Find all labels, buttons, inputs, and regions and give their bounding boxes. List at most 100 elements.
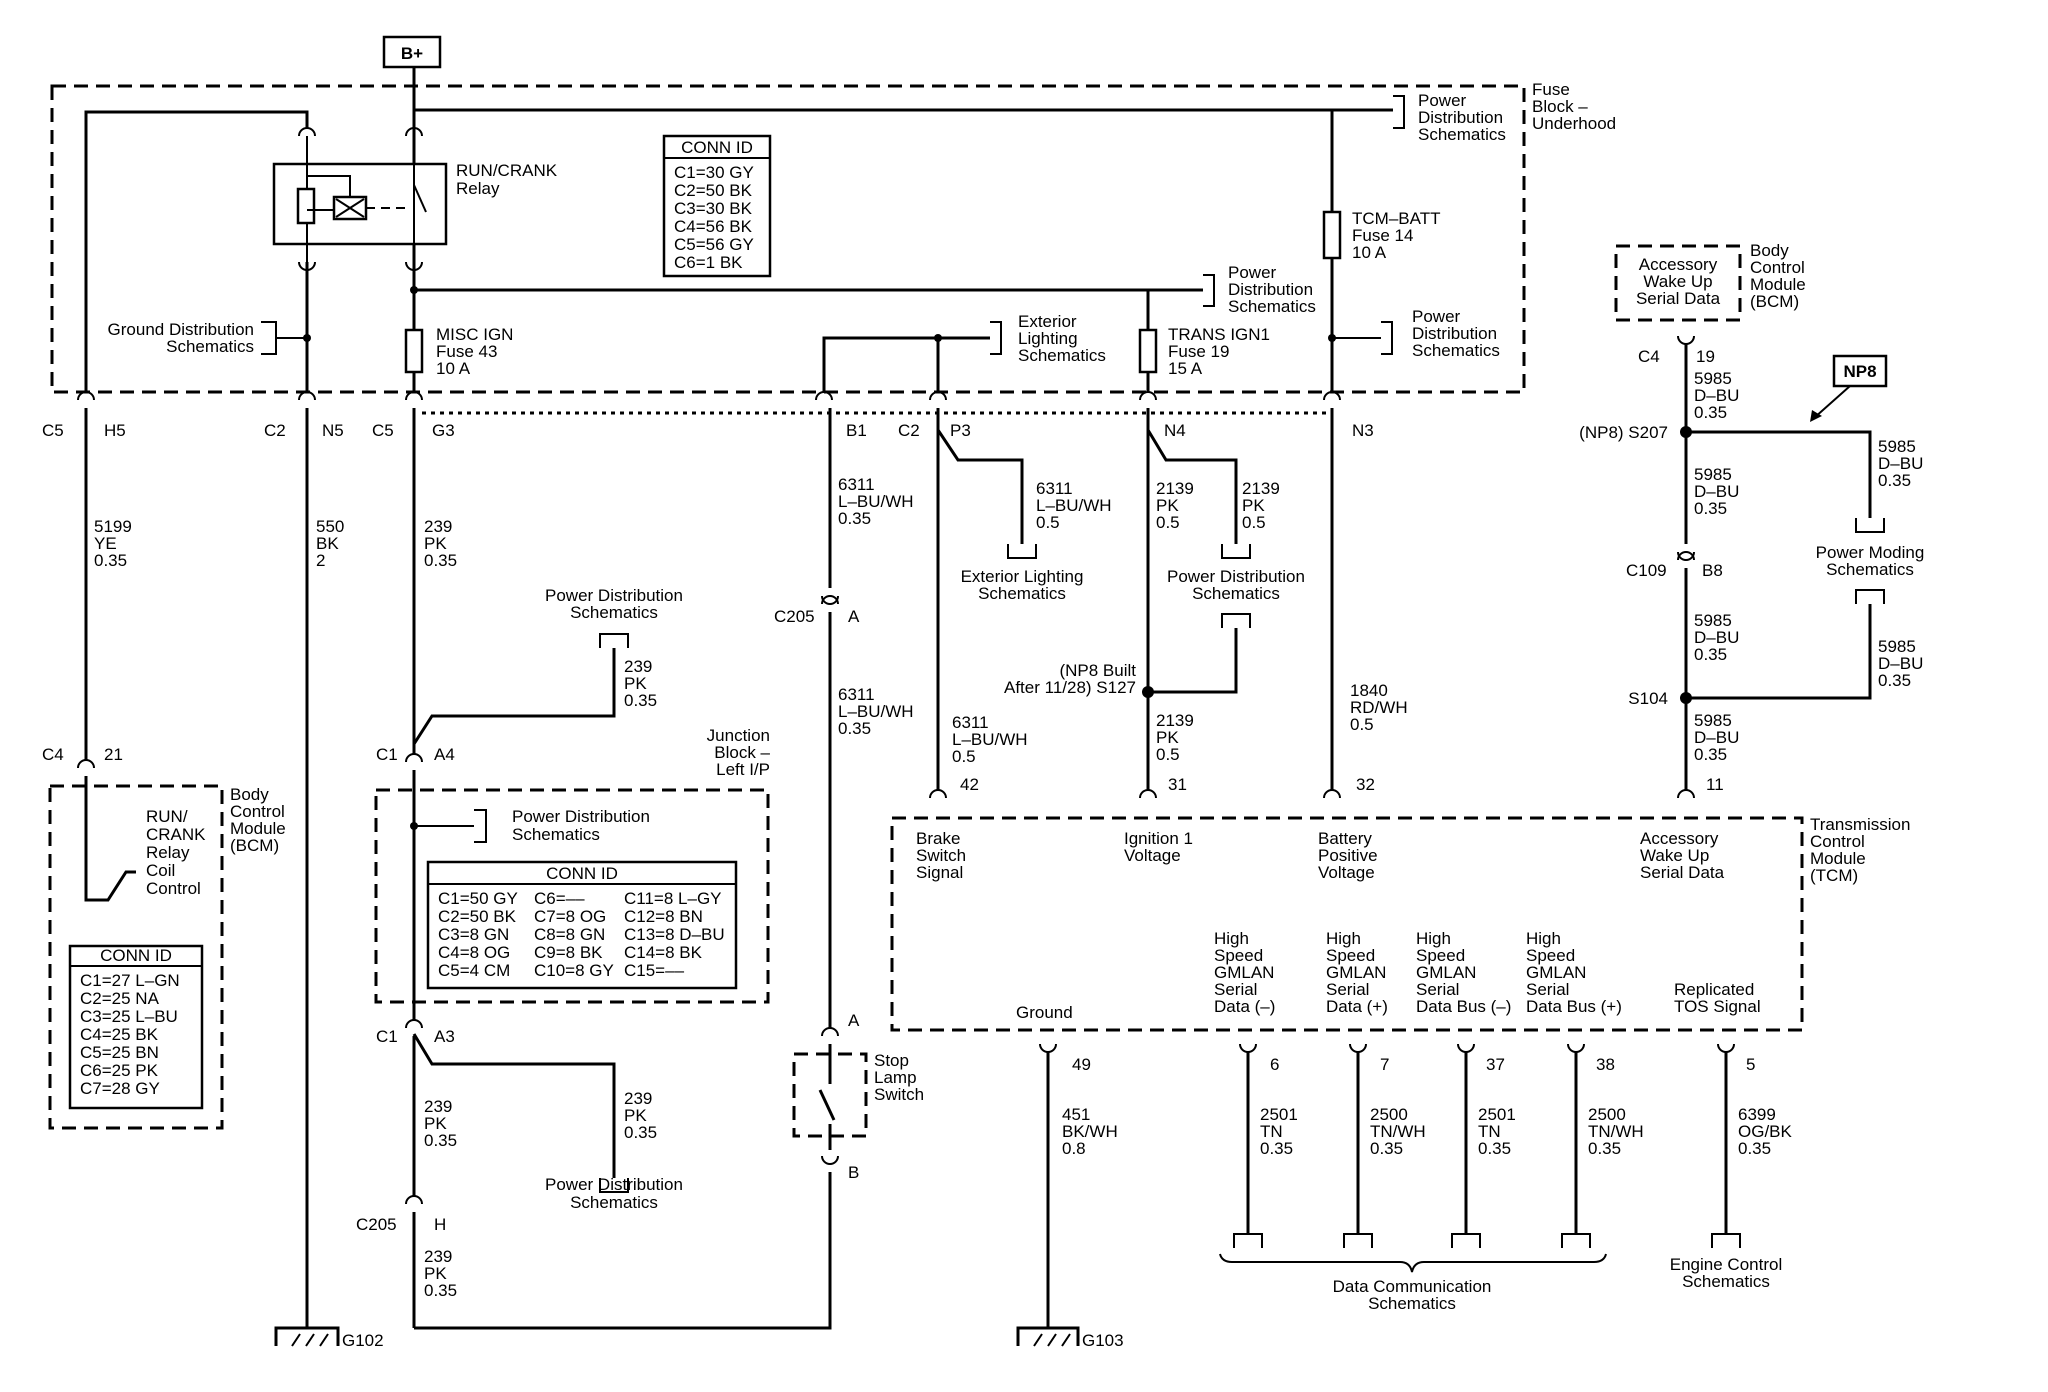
svg-text:Data Communication: Data Communication xyxy=(1333,1277,1492,1296)
stop-lamp-switch xyxy=(818,1044,836,1150)
svg-text:Fuse 43: Fuse 43 xyxy=(436,342,497,361)
tcm-batt-fuse xyxy=(1322,210,1342,260)
svg-text:N4: N4 xyxy=(1164,421,1186,440)
svg-text:0.35: 0.35 xyxy=(624,691,657,710)
svg-text:11: 11 xyxy=(1706,775,1724,794)
svg-text:21: 21 xyxy=(104,745,123,764)
svg-text:5985: 5985 xyxy=(1878,437,1916,456)
svg-text:Junction: Junction xyxy=(707,726,770,745)
ref-power-distribution-ign: Power Distribution Schematics xyxy=(1167,567,1305,603)
svg-text:C5=25 BN: C5=25 BN xyxy=(80,1043,159,1062)
svg-text:Control: Control xyxy=(1750,258,1805,277)
svg-text:C11=8 L–GY: C11=8 L–GY xyxy=(624,889,722,908)
svg-text:0.5: 0.5 xyxy=(1036,513,1060,532)
svg-text:0.5: 0.5 xyxy=(1350,715,1374,734)
wire-451: 451 BK/WH 0.8 xyxy=(1062,1105,1118,1158)
svg-text:D–BU: D–BU xyxy=(1694,628,1739,647)
ref-power-distribution-top: Power Distribution Schematics xyxy=(1418,91,1506,144)
svg-text:C2=50 BK: C2=50 BK xyxy=(674,181,753,200)
wire-239-e: 239 PK 0.35 xyxy=(424,1247,457,1300)
svg-text:(NP8 Built: (NP8 Built xyxy=(1059,661,1136,680)
svg-text:2: 2 xyxy=(316,551,325,570)
svg-text:Power: Power xyxy=(1418,91,1467,110)
svg-text:239: 239 xyxy=(424,1097,452,1116)
svg-text:D–BU: D–BU xyxy=(1878,454,1923,473)
tcm-replicated-tos: Replicated TOS Signal xyxy=(1674,980,1761,1016)
conn-id-table-junction-block: CONN ID C1=50 GY C6=–– C11=8 L–GY C2=50 … xyxy=(426,860,738,990)
ground-g102-label: G102 xyxy=(342,1331,384,1350)
svg-text:31: 31 xyxy=(1168,775,1187,794)
splice-s104-label: S104 xyxy=(1628,689,1668,708)
svg-text:C2=25 NA: C2=25 NA xyxy=(80,989,160,1008)
svg-text:C2: C2 xyxy=(898,421,920,440)
svg-text:High: High xyxy=(1416,929,1451,948)
wire-6311-d: 6311 L–BU/WH 0.5 xyxy=(952,713,1028,766)
svg-text:L–BU/WH: L–BU/WH xyxy=(838,492,914,511)
svg-text:C1: C1 xyxy=(376,745,398,764)
svg-text:Engine Control: Engine Control xyxy=(1670,1255,1782,1274)
svg-text:L–BU/WH: L–BU/WH xyxy=(952,730,1028,749)
svg-text:P3: P3 xyxy=(950,421,971,440)
svg-text:C7=28 GY: C7=28 GY xyxy=(80,1079,160,1098)
wire-5985-c: 5985 D–BU 0.35 xyxy=(1878,637,1923,690)
svg-text:2501: 2501 xyxy=(1478,1105,1516,1124)
svg-text:PK: PK xyxy=(424,534,447,553)
svg-text:Fuse 19: Fuse 19 xyxy=(1168,342,1229,361)
svg-text:Power Distribution: Power Distribution xyxy=(1167,567,1305,586)
splice-s127-label: (NP8 Built After 11/28) S127 xyxy=(1004,661,1136,697)
svg-text:OG/BK: OG/BK xyxy=(1738,1122,1793,1141)
svg-text:Schematics: Schematics xyxy=(512,825,600,844)
wire-239-c: 239 PK 0.35 xyxy=(624,1089,657,1142)
svg-text:Wake Up: Wake Up xyxy=(1640,846,1709,865)
svg-text:MISC IGN: MISC IGN xyxy=(436,325,513,344)
svg-text:C3=25 L–BU: C3=25 L–BU xyxy=(80,1007,178,1026)
svg-text:2139: 2139 xyxy=(1156,479,1194,498)
svg-text:Schematics: Schematics xyxy=(1418,125,1506,144)
svg-text:Accessory: Accessory xyxy=(1639,255,1718,274)
svg-text:0.5: 0.5 xyxy=(1156,513,1180,532)
svg-text:NP8: NP8 xyxy=(1843,362,1876,381)
svg-text:0.35: 0.35 xyxy=(1694,745,1727,764)
svg-text:C14=8 BK: C14=8 BK xyxy=(624,943,703,962)
battery-terminal: B+ xyxy=(382,35,442,69)
svg-text:BK/WH: BK/WH xyxy=(1062,1122,1118,1141)
svg-text:239: 239 xyxy=(424,1247,452,1266)
ref-exterior-lighting-bottom: Exterior Lighting Schematics xyxy=(961,567,1084,603)
wire-6399: 6399 OG/BK 0.35 xyxy=(1738,1105,1793,1158)
svg-text:6311: 6311 xyxy=(1036,479,1073,498)
svg-text:5985: 5985 xyxy=(1694,611,1732,630)
svg-text:Ignition 1: Ignition 1 xyxy=(1124,829,1193,848)
tcm-gmlan-data-neg: High Speed GMLAN Serial Data (–) xyxy=(1214,929,1275,1016)
svg-text:Brake: Brake xyxy=(916,829,960,848)
svg-text:451: 451 xyxy=(1062,1105,1090,1124)
svg-text:Control: Control xyxy=(230,802,285,821)
svg-text:Data (+): Data (+) xyxy=(1326,997,1388,1016)
svg-text:C5: C5 xyxy=(372,421,394,440)
svg-text:7: 7 xyxy=(1380,1055,1389,1074)
svg-text:Exterior Lighting: Exterior Lighting xyxy=(961,567,1084,586)
tcm-gmlan-data-pos: High Speed GMLAN Serial Data (+) xyxy=(1326,929,1388,1016)
svg-text:6311: 6311 xyxy=(838,685,875,704)
svg-text:A: A xyxy=(848,607,860,626)
svg-text:(TCM): (TCM) xyxy=(1810,866,1858,885)
svg-text:Distribution: Distribution xyxy=(1412,324,1497,343)
svg-text:C205: C205 xyxy=(356,1215,397,1234)
ref-power-distribution-left-b: Power Distribution Schematics xyxy=(545,1175,683,1212)
svg-text:C7=8 OG: C7=8 OG xyxy=(534,907,606,926)
svg-text:Module: Module xyxy=(1750,275,1806,294)
svg-text:Serial: Serial xyxy=(1416,980,1459,999)
svg-text:After 11/28) S127: After 11/28) S127 xyxy=(1004,678,1136,697)
svg-text:N5: N5 xyxy=(322,421,344,440)
svg-text:PK: PK xyxy=(624,1106,647,1125)
svg-text:C4=56 BK: C4=56 BK xyxy=(674,217,753,236)
trans-ign1-fuse xyxy=(1138,328,1158,374)
svg-text:Body: Body xyxy=(1750,241,1789,260)
wire-239-b: 239 PK 0.35 xyxy=(624,657,657,710)
svg-text:RUN/CRANK: RUN/CRANK xyxy=(456,161,558,180)
svg-text:6311: 6311 xyxy=(838,475,875,494)
svg-text:GMLAN: GMLAN xyxy=(1526,963,1586,982)
svg-text:Speed: Speed xyxy=(1526,946,1575,965)
svg-text:Replicated: Replicated xyxy=(1674,980,1754,999)
svg-text:C4: C4 xyxy=(42,745,64,764)
svg-text:TN: TN xyxy=(1478,1122,1501,1141)
